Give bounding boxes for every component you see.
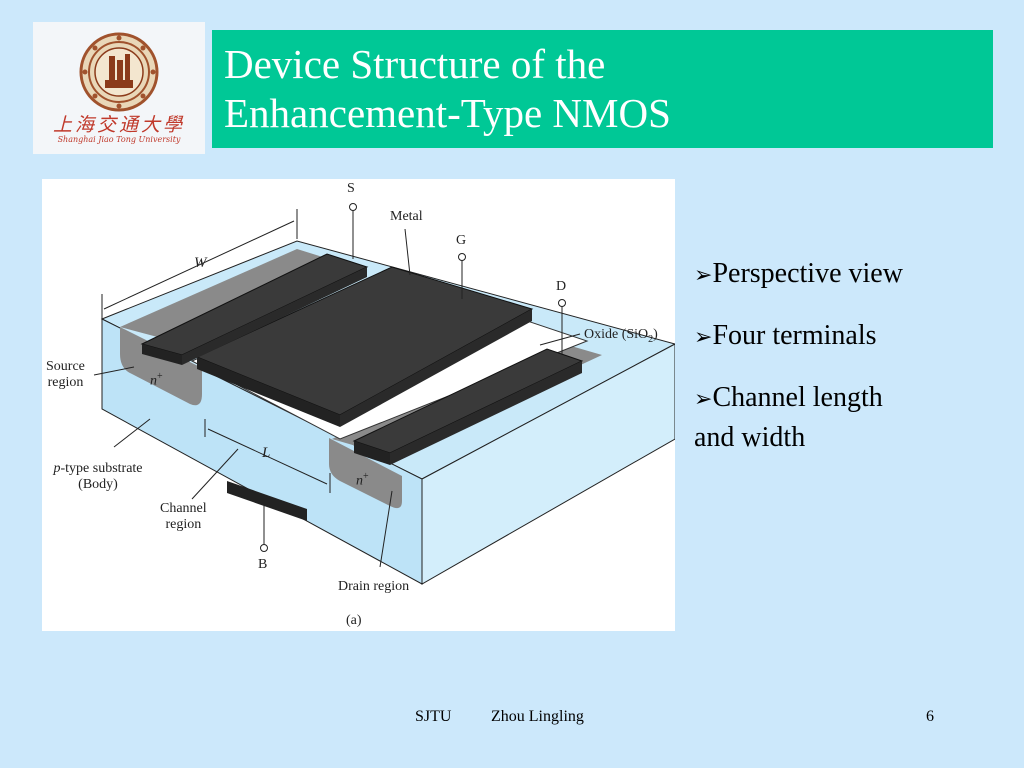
substrate-side-face xyxy=(421,343,675,585)
figure-caption: (a) xyxy=(346,613,362,628)
n-plus-source-label: n+ xyxy=(150,369,163,390)
source-region-front xyxy=(120,327,202,406)
drain-region-front xyxy=(329,438,402,509)
drain-metal-front xyxy=(354,441,390,465)
bullet-item-2: ➢Four terminals xyxy=(694,320,877,354)
gate-metal-front xyxy=(197,357,340,427)
oxide-text-end: ) xyxy=(653,327,658,342)
channel-line-2: region xyxy=(165,517,202,532)
source-line-2: region xyxy=(47,375,84,390)
bullet-item-1: ➢Perspective view xyxy=(694,258,903,292)
oxide-subscript: 2 xyxy=(648,333,654,345)
drain-metal-side xyxy=(390,361,582,465)
nmos-structure-figure: S G D B Metal Oxide (SiO2) W L n+ n+ Sou… xyxy=(42,179,675,631)
width-label: W xyxy=(194,255,207,271)
gate-metal-side xyxy=(340,309,532,427)
university-logo: 上海交通大學 Shanghai Jiao Tong University xyxy=(33,22,205,154)
logo-english-text: Shanghai Jiao Tong University xyxy=(57,135,181,144)
source-region-label: Source region xyxy=(46,359,85,391)
page-number: 6 xyxy=(926,708,934,725)
plus-source-text: + xyxy=(157,371,163,382)
channel-line-1: Channel xyxy=(160,501,207,516)
bullet-arrow-icon: ➢ xyxy=(694,387,713,412)
terminal-s-label: S xyxy=(347,181,355,196)
terminal-d-label: D xyxy=(556,279,567,294)
n-plus-drain-label: n+ xyxy=(356,469,369,490)
body-contact xyxy=(227,481,307,521)
footer-org: SJTU xyxy=(415,708,452,725)
bullet-item-3: ➢Channel length xyxy=(694,382,883,416)
bullet-text-1: Perspective view xyxy=(712,258,903,289)
source-region-top xyxy=(120,249,342,339)
metal-label: Metal xyxy=(390,209,423,224)
substrate-line-2: (Body) xyxy=(78,477,118,492)
length-label: L xyxy=(262,445,271,461)
bullet-arrow-icon: ➢ xyxy=(694,325,713,350)
oxide-label: Oxide (SiO2) xyxy=(584,327,658,348)
sjtu-seal-icon xyxy=(79,32,159,112)
drain-region-label: Drain region xyxy=(338,579,410,594)
source-metal-front xyxy=(142,344,182,365)
bullet-text-3: Channel length xyxy=(712,382,883,413)
n-source-text: n xyxy=(150,373,157,389)
footer-author: Zhou Lingling xyxy=(491,708,584,725)
terminal-g-label: G xyxy=(456,233,467,248)
title-line-1: Device Structure of the xyxy=(224,41,606,87)
oxide-text: Oxide (SiO xyxy=(584,327,649,342)
substrate-p-text: p xyxy=(53,461,61,476)
terminal-b-label: B xyxy=(258,557,268,572)
bullet-text-2: Four terminals xyxy=(712,320,877,351)
plus-drain-text: + xyxy=(363,471,369,482)
substrate-label: p-type substrate (Body) xyxy=(42,461,154,493)
logo-chinese-text: 上海交通大學 xyxy=(52,114,185,136)
slide-title: Device Structure of the Enhancement-Type… xyxy=(212,30,993,148)
n-drain-text: n xyxy=(356,473,363,489)
source-line-1: Source xyxy=(46,359,85,374)
nmos-diagram xyxy=(93,203,675,585)
channel-region-label: Channel region xyxy=(160,501,207,533)
substrate-line-1: -type substrate xyxy=(60,461,143,476)
title-line-2: Enhancement-Type NMOS xyxy=(224,90,671,136)
bullet-arrow-icon: ➢ xyxy=(694,263,713,288)
bullet-item-3-continued: and width xyxy=(694,422,806,453)
source-metal-side xyxy=(182,267,367,365)
